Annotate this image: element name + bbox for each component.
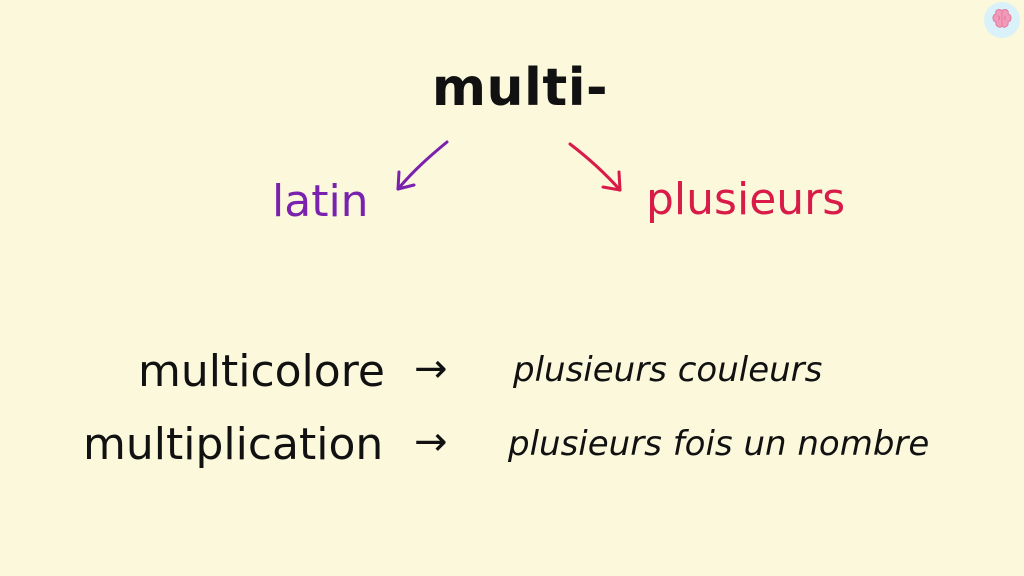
example-arrow-1: → — [414, 346, 448, 392]
example-word-1: multicolore — [138, 346, 385, 397]
example-meaning-2: plusieurs fois un nombre — [508, 424, 930, 464]
example-arrow-2: → — [414, 419, 448, 465]
branch-origin-label: latin — [272, 176, 369, 227]
arrow-right-icon — [568, 142, 622, 192]
arrow-left-icon — [396, 140, 449, 191]
example-word-2: multiplication — [83, 419, 384, 470]
branch-meaning-label: plusieurs — [646, 174, 846, 225]
root-word: multi- — [431, 58, 609, 118]
example-meaning-1: plusieurs couleurs — [513, 350, 823, 390]
brain-logo-icon — [984, 2, 1020, 38]
